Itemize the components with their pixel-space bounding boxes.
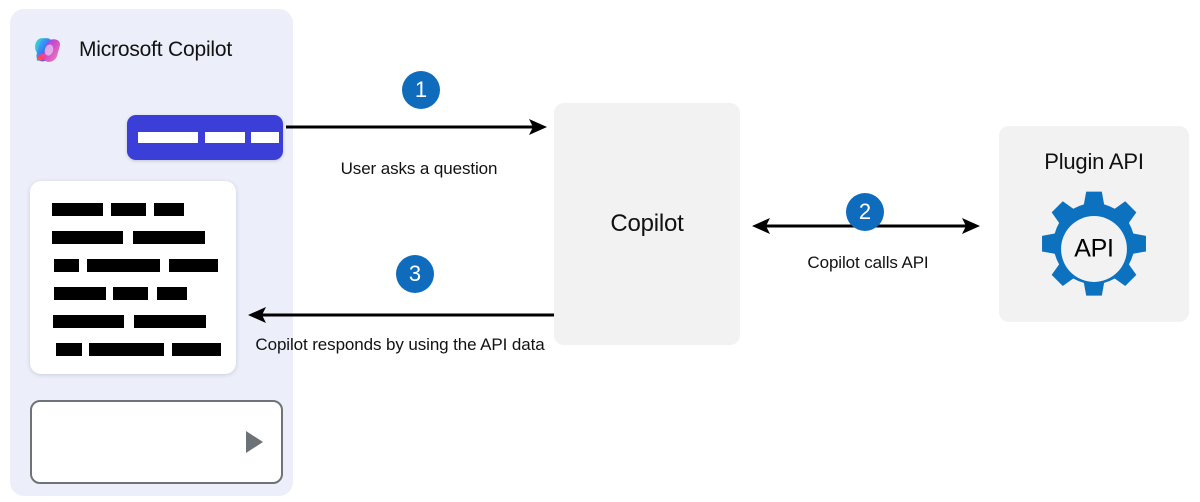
arrow-step-3 (248, 307, 554, 323)
assistant-skeleton-bar (169, 259, 218, 272)
arrow-step-1 (286, 119, 547, 135)
copilot-node-label: Copilot (610, 210, 684, 237)
assistant-skeleton-bar (111, 203, 146, 216)
assistant-skeleton-bar (56, 343, 82, 356)
plugin-api-node: Plugin API API (999, 126, 1189, 322)
gear-api-label: API (1074, 234, 1114, 263)
assistant-skeleton-row (30, 287, 236, 300)
copilot-logo-icon (35, 38, 61, 62)
assistant-skeleton-bar (54, 259, 79, 272)
assistant-skeleton-bar (113, 287, 148, 300)
message-composer[interactable] (30, 400, 283, 484)
assistant-skeleton-row (30, 259, 236, 272)
step-badge-3: 3 (396, 255, 434, 293)
assistant-skeleton-row (30, 343, 236, 356)
assistant-skeleton-bar (157, 287, 187, 300)
copilot-header: Microsoft Copilot (32, 33, 232, 66)
user-message-bar (251, 132, 279, 143)
assistant-skeleton-bar (87, 259, 160, 272)
assistant-skeleton-row (30, 315, 236, 328)
copilot-panel: Microsoft Copilot (10, 9, 293, 496)
gear-icon: API (1033, 188, 1155, 310)
copilot-node: Copilot (554, 103, 740, 345)
assistant-skeleton-bar (133, 231, 205, 244)
assistant-skeleton-bar (53, 315, 124, 328)
step-label-2: Copilot calls API (807, 253, 929, 272)
assistant-skeleton-bar (134, 315, 206, 328)
step-label-3: Copilot responds by using the API data (255, 335, 545, 354)
copilot-panel-title: Microsoft Copilot (79, 37, 232, 61)
plugin-api-title: Plugin API (1044, 149, 1144, 174)
user-message-bar (205, 132, 245, 143)
step-badge-1: 1 (402, 71, 440, 109)
assistant-skeleton-bar (154, 203, 184, 216)
assistant-skeleton-row (30, 203, 236, 216)
step-badge-2: 2 (846, 193, 884, 231)
assistant-skeleton-row (30, 231, 236, 244)
assistant-skeleton-bar (52, 203, 103, 216)
assistant-skeleton-bar (54, 287, 106, 300)
user-message-bubble (127, 115, 283, 160)
user-message-bar (138, 132, 198, 143)
assistant-response-card (30, 181, 236, 374)
assistant-skeleton-bar (52, 231, 123, 244)
send-triangle-icon[interactable] (246, 431, 263, 453)
assistant-skeleton-bar (89, 343, 164, 356)
step-label-1: User asks a question (340, 159, 498, 178)
assistant-skeleton-bar (172, 343, 221, 356)
